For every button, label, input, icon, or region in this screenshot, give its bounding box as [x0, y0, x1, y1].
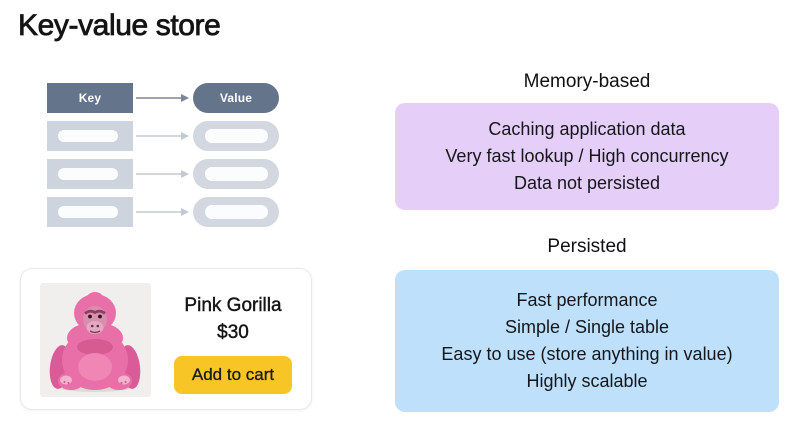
- persisted-box: Fast performance Simple / Single table E…: [395, 270, 779, 412]
- value-pill: [193, 159, 279, 189]
- info-line: Fast performance: [516, 290, 658, 310]
- info-line: Highly scalable: [526, 371, 648, 391]
- value-placeholder: [205, 205, 268, 219]
- memory-based-box: Caching application data Very fast looku…: [395, 103, 779, 210]
- product-name: Pink Gorilla: [184, 295, 282, 316]
- key-box: [47, 159, 133, 189]
- arrow-icon: [133, 121, 193, 151]
- section-heading-persisted: Persisted: [547, 236, 627, 257]
- info-line: Easy to use (store anything in value): [441, 344, 733, 364]
- product-card: Pink Gorilla $30 Add to cart: [20, 268, 312, 410]
- kv-row: Key Value: [47, 83, 279, 113]
- info-line: Caching application data: [488, 119, 686, 139]
- value-placeholder: [205, 167, 268, 181]
- value-pill: [193, 121, 279, 151]
- section-heading-memory: Memory-based: [523, 71, 651, 92]
- key-box: [47, 197, 133, 227]
- pink-gorilla-image: [40, 283, 151, 397]
- info-line: Very fast lookup / High concurrency: [445, 146, 729, 166]
- arrow-icon: [133, 197, 193, 227]
- arrow-icon: [133, 159, 193, 189]
- product-info: Pink Gorilla $30 Add to cart: [153, 269, 313, 409]
- page-title: Key-value store: [18, 9, 222, 43]
- arrow-icon: [133, 83, 193, 113]
- kv-row: [47, 197, 279, 227]
- kv-row: [47, 159, 279, 189]
- key-box: Key: [47, 83, 133, 113]
- key-label: Key: [78, 91, 102, 105]
- info-line: Simple / Single table: [504, 317, 670, 337]
- product-price: $30: [217, 322, 249, 343]
- value-pill: [193, 197, 279, 227]
- value-pill: Value: [193, 83, 279, 113]
- info-line: Data not persisted: [513, 173, 661, 193]
- key-box: [47, 121, 133, 151]
- key-placeholder: [58, 206, 118, 218]
- kv-row: [47, 121, 279, 151]
- key-placeholder: [58, 130, 118, 142]
- value-label: Value: [219, 91, 253, 105]
- value-placeholder: [205, 129, 268, 143]
- add-to-cart-button[interactable]: Add to cart: [174, 356, 292, 394]
- key-placeholder: [58, 168, 118, 180]
- key-value-diagram: Key Value: [47, 83, 279, 235]
